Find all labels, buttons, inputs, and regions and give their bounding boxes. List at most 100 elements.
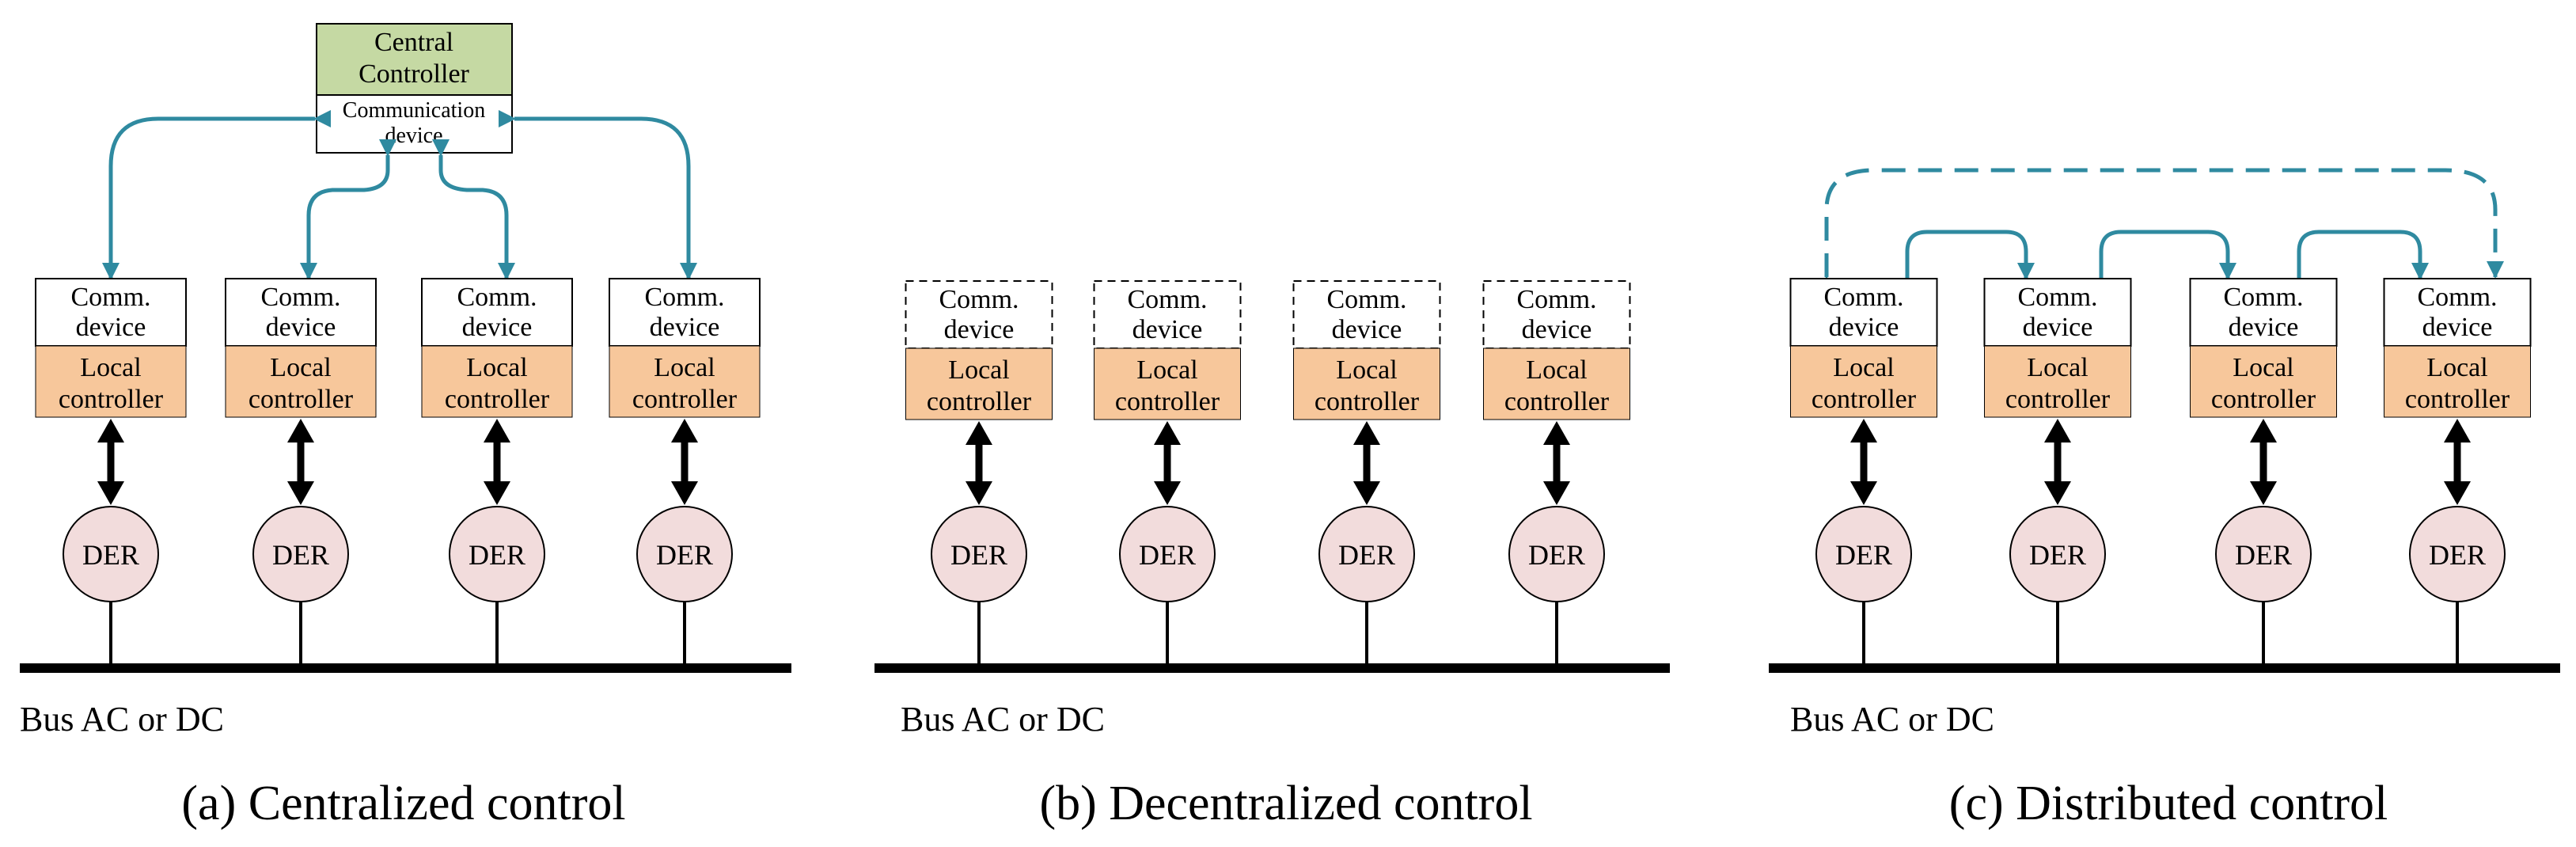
comm-device-label-1: Comm.	[1326, 285, 1406, 314]
arrowhead-down	[2444, 481, 2471, 505]
arrowhead-down	[484, 481, 510, 505]
arrowhead-down	[97, 481, 124, 505]
der-label: DER	[82, 539, 139, 571]
comm-device-label-1: Comm.	[70, 283, 150, 312]
arrowhead-up	[2444, 419, 2471, 442]
comm-device-label-2: device	[266, 313, 336, 342]
comm-link-c12	[1899, 230, 2035, 294]
comm-device-label-1: Comm.	[1516, 285, 1596, 314]
central-controller-box	[316, 23, 513, 96]
local-controller-label-1: Local	[2426, 353, 2487, 382]
comm-device-box	[1983, 278, 2132, 347]
comm-device-box	[35, 278, 187, 347]
comm-device-box	[421, 278, 573, 347]
arrowhead-up	[287, 419, 314, 442]
local-controller-box	[1790, 345, 1937, 418]
arrowhead-up	[1543, 421, 1570, 445]
local-controller-label-1: Local	[948, 355, 1009, 385]
local-controller-label-1: Local	[270, 353, 331, 382]
local-controller-label-2: controller	[445, 385, 550, 414]
comm-link-c-dashed-outer	[1818, 168, 2504, 293]
caption-c: (c) Distributed control	[1949, 777, 2388, 830]
der-label: DER	[469, 539, 525, 571]
arrowhead-down	[2250, 481, 2277, 505]
arrowhead-down	[671, 481, 698, 505]
comm-device-label-1: Comm.	[457, 283, 537, 312]
local-controller-label-2: controller	[1504, 387, 1610, 416]
local-controller-label-1: Local	[1136, 355, 1197, 385]
comm-device-label-2: device	[944, 315, 1015, 344]
central-comm-device-label-2: device	[385, 123, 442, 148]
comm-device-label-1: Comm.	[644, 283, 724, 312]
arrowhead-up	[671, 419, 698, 442]
arrowhead-down	[1543, 481, 1570, 505]
comm-device-label-1: Comm.	[2417, 283, 2497, 312]
comm-link-a2	[300, 139, 396, 280]
local-controller-box	[2190, 345, 2337, 418]
arrowhead-up	[484, 419, 510, 442]
local-controller-box	[35, 345, 187, 418]
local-controller-label-1: Local	[2027, 353, 2088, 382]
local-controller-label-1: Local	[80, 353, 141, 382]
caption-b: (b) Decentralized control	[1039, 777, 1532, 830]
local-controller-box	[905, 348, 1053, 420]
local-controller-label-1: Local	[1526, 355, 1587, 385]
comm-device-box	[905, 280, 1053, 349]
arrowhead-down	[287, 481, 314, 505]
arrowhead-down	[1154, 481, 1181, 505]
comm-link-a4	[499, 110, 697, 280]
local-controller-box	[1984, 345, 2131, 418]
local-controller-box	[421, 345, 573, 418]
arrowhead-down	[966, 481, 992, 505]
central-comm-device-label-1: Communication	[343, 98, 485, 123]
central-controller: Central Controller Communication device	[316, 23, 513, 154]
local-controller-label-2: controller	[2211, 385, 2316, 414]
comm-device-label-2: device	[1332, 315, 1402, 344]
arrowhead-up	[97, 419, 124, 442]
der-label: DER	[1338, 539, 1395, 571]
der-label: DER	[950, 539, 1007, 571]
comm-device-label-2: device	[650, 313, 720, 342]
comm-device-label-2: device	[462, 313, 533, 342]
arrowhead-up	[1353, 421, 1380, 445]
local-controller-box	[225, 345, 377, 418]
comm-device-label-2: device	[2023, 313, 2093, 342]
comm-device-box	[2189, 278, 2338, 347]
bus-label-c: Bus AC or DC	[1790, 700, 1994, 739]
local-controller-label-2: controller	[1315, 387, 1420, 416]
local-controller-label-2: controller	[1115, 387, 1220, 416]
local-controller-label-2: controller	[1812, 385, 1917, 414]
local-controller-label-2: controller	[59, 385, 164, 414]
arrowhead-up	[2044, 419, 2071, 442]
comm-device-label-2: device	[1522, 315, 1592, 344]
local-controller-box	[1483, 348, 1630, 420]
comm-link-a1	[102, 110, 331, 280]
bus-bar-c	[1769, 663, 2560, 673]
comm-device-label-1: Comm.	[1127, 285, 1207, 314]
bus-bar-b	[874, 663, 1670, 673]
der-label: DER	[656, 539, 713, 571]
panel-centralized: Central Controller Communication device …	[20, 23, 791, 830]
arrowhead-up	[1850, 419, 1877, 442]
local-controller-box	[1293, 348, 1440, 420]
der-label: DER	[272, 539, 329, 571]
local-controller-label-1: Local	[466, 353, 527, 382]
local-controller-label-2: controller	[632, 385, 738, 414]
arrowhead-down	[2044, 481, 2071, 505]
der-label: DER	[1139, 539, 1196, 571]
bus-label-b: Bus AC or DC	[901, 700, 1105, 739]
der-label: DER	[1528, 539, 1585, 571]
comm-link-c23	[2092, 230, 2236, 294]
panel-distributed: Comm.deviceLocalcontrollerDERComm.device…	[1769, 168, 2560, 830]
neighbour-comm-links	[1899, 230, 2429, 294]
arrowhead-down	[1850, 481, 1877, 505]
der-label: DER	[1835, 539, 1892, 571]
